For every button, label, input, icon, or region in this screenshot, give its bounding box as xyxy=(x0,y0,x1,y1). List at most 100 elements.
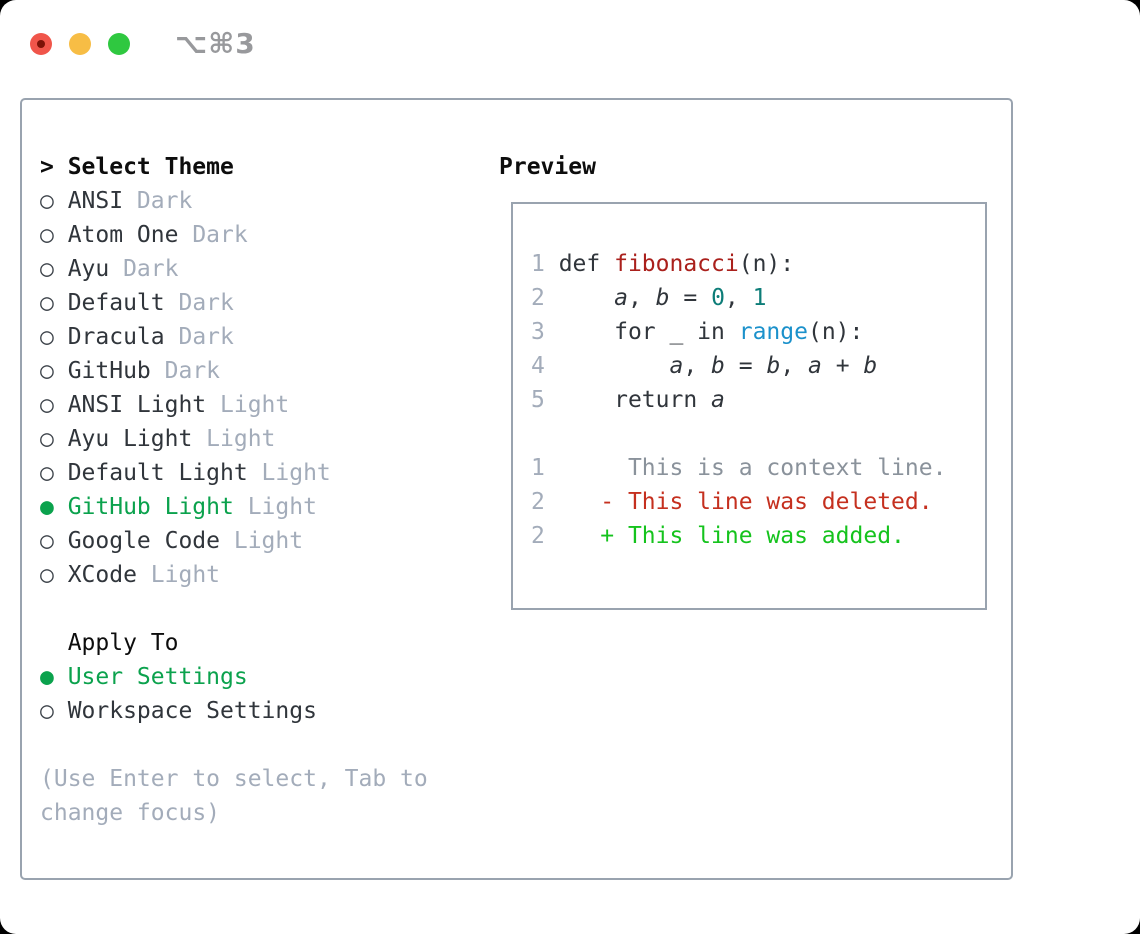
theme-list-title: Select Theme xyxy=(67,154,234,180)
theme-option-label: XCode xyxy=(67,562,137,588)
token-lit: 0 xyxy=(711,285,725,311)
theme-variant-label: Dark xyxy=(123,256,179,282)
theme-option-default[interactable]: ○ Default Dark xyxy=(40,286,480,320)
preview-line: 3 for _ in range(n): xyxy=(531,315,985,349)
radio-unselected-icon: ○ xyxy=(40,222,54,248)
window-shortcut-label: ⌥⌘3 xyxy=(175,27,256,60)
theme-variant-label: Light xyxy=(150,562,221,588)
radio-selected-icon: ● xyxy=(40,664,54,690)
token-var: b xyxy=(766,353,781,379)
radio-unselected-icon: ○ xyxy=(40,358,54,384)
token-var: b xyxy=(711,353,725,379)
close-button[interactable] xyxy=(30,32,52,55)
token-num: 2 xyxy=(531,285,559,311)
token-var: a xyxy=(711,387,725,413)
token-var: b xyxy=(863,353,878,379)
theme-option-label: Google Code xyxy=(67,528,221,554)
radio-unselected-icon: ○ xyxy=(40,562,54,588)
radio-unselected-icon: ○ xyxy=(40,528,54,554)
token-plain: for _ in xyxy=(558,319,739,345)
apply-option-label: Workspace Settings xyxy=(67,698,317,724)
token-plain: + xyxy=(821,353,864,379)
token-var: a xyxy=(808,353,822,379)
theme-variant-label: Dark xyxy=(164,358,221,384)
token-plain: return xyxy=(558,387,712,413)
token-plain: = xyxy=(724,353,767,379)
token-var: a xyxy=(669,353,684,379)
theme-variant-label: Dark xyxy=(178,290,234,316)
spacer xyxy=(40,728,480,762)
preview-line: 2 - This line was deleted. xyxy=(531,485,985,519)
token-ctx: This is a context line. xyxy=(544,455,947,481)
theme-option-ansi-light[interactable]: ○ ANSI Light Light xyxy=(40,388,480,422)
bullet-spacer xyxy=(40,626,68,660)
preview-line: 4 a, b = b, a + b xyxy=(531,349,985,383)
token-num: 2 xyxy=(531,489,545,515)
theme-option-label: Dracula xyxy=(67,324,165,350)
prompt-caret-icon: > xyxy=(40,154,54,180)
token-num: 3 xyxy=(531,319,559,345)
theme-option-label: Default Light xyxy=(67,460,248,486)
apply-option-user-settings[interactable]: ● User Settings xyxy=(40,660,480,694)
apply-option-workspace-settings[interactable]: ○Workspace Settings xyxy=(40,694,480,728)
token-lit: 1 xyxy=(752,285,767,311)
token-var: b xyxy=(655,285,670,311)
token-plain: , xyxy=(724,285,753,311)
preview-line: 1 def fibonacci(n): xyxy=(531,247,985,281)
preview-line: 1 This is a context line. xyxy=(531,451,985,485)
token-plain: = xyxy=(669,285,712,311)
token-plain: def xyxy=(558,251,615,277)
theme-variant-label: Light xyxy=(247,494,317,520)
token-func: fibonacci xyxy=(614,251,739,277)
token-num: 5 xyxy=(531,387,559,413)
close-dot-icon xyxy=(37,39,45,48)
preview-line xyxy=(531,417,985,451)
token-plain: (n): xyxy=(738,251,795,277)
keyboard-hint: (Use Enter to select, Tab to change focu… xyxy=(40,766,428,826)
radio-unselected-icon: ○ xyxy=(40,290,54,316)
theme-option-label: ANSI Light xyxy=(67,392,207,418)
window-titlebar: ⌥⌘3 xyxy=(30,27,256,60)
token-num: 1 xyxy=(531,251,559,277)
theme-variant-label: Dark xyxy=(178,324,234,350)
theme-option-xcode[interactable]: ○ XCode Light xyxy=(40,558,480,592)
theme-option-label: Ayu Light xyxy=(67,426,193,452)
token-num: 4 xyxy=(531,353,559,379)
minimize-button[interactable] xyxy=(69,32,91,55)
radio-unselected-icon: ○ xyxy=(40,392,54,418)
token-num: 2 xyxy=(531,523,545,549)
theme-variant-label: Light xyxy=(261,460,331,486)
theme-option-label: Default xyxy=(67,290,165,316)
theme-variant-label: Dark xyxy=(192,222,248,248)
token-plain xyxy=(559,285,614,311)
preview-title: Preview xyxy=(499,154,596,180)
token-var: a xyxy=(614,285,628,311)
theme-variant-label: Light xyxy=(220,392,290,418)
theme-list-header: > Select Theme xyxy=(40,150,480,184)
token-add: + This line was added. xyxy=(544,523,905,549)
token-del: - This line was deleted. xyxy=(544,489,933,515)
token-plain xyxy=(559,353,670,379)
apply-to-title: Apply To xyxy=(67,630,179,656)
theme-variant-label: Light xyxy=(206,426,276,452)
token-plain: , xyxy=(683,353,712,379)
apply-to-header: Apply To xyxy=(40,626,480,660)
spacer xyxy=(40,592,480,626)
zoom-button[interactable] xyxy=(108,32,130,55)
apply-option-label: User Settings xyxy=(67,664,248,690)
radio-selected-icon: ● xyxy=(40,494,54,520)
preview-pane: 1 def fibonacci(n): 2 a, b = 0, 1 3 for _ … xyxy=(511,202,987,610)
theme-option-label: ANSI xyxy=(67,188,124,214)
